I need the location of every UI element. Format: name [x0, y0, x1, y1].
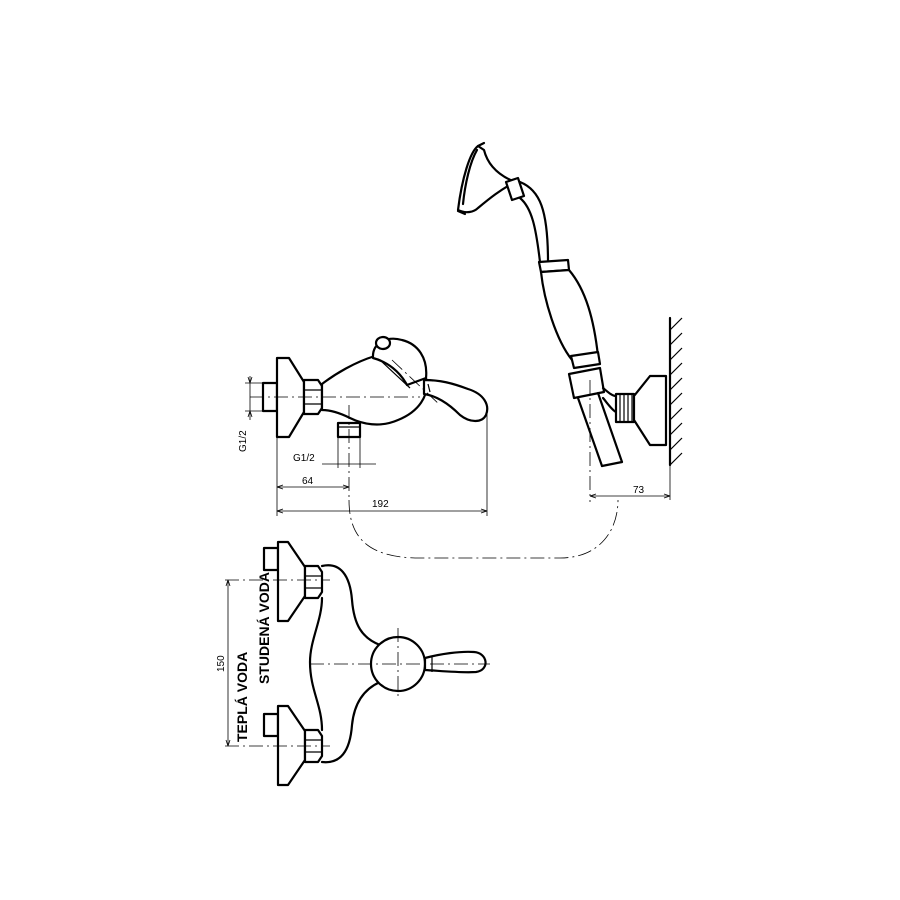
lower-rosette	[276, 704, 307, 787]
neck-collar	[504, 176, 526, 202]
shower-grip	[539, 268, 600, 362]
grip-bottom-ring	[569, 350, 602, 370]
bracket-sleeve	[567, 366, 606, 400]
bracket-rosette	[632, 374, 668, 447]
upper-inlet-stub	[262, 546, 280, 572]
dim-thread-vertical: G1/2	[238, 430, 249, 452]
side-dimensions: G1/2 G1/2 64 192	[238, 376, 488, 516]
dim-73-group: 73	[589, 465, 671, 500]
dim-73: 73	[633, 485, 645, 496]
lever-knob	[374, 335, 392, 351]
mixer-front-view	[225, 540, 490, 787]
dim-150-group: 150	[216, 579, 231, 747]
lower-inlet-stub	[262, 712, 280, 738]
label-cold-water: STUDENÁ VODA	[256, 572, 272, 684]
mixer-side-view	[250, 335, 489, 500]
wall	[668, 316, 683, 467]
handle-lever	[422, 378, 489, 423]
front-handle-lever	[423, 650, 487, 674]
dim-150: 150	[216, 655, 227, 672]
connection-curve	[348, 499, 619, 559]
bracket-nut	[614, 392, 636, 424]
hand-shower	[456, 141, 668, 502]
upper-rosette	[276, 540, 307, 623]
label-hot-water: TEPLÁ VODA	[234, 652, 250, 742]
dim-192: 192	[372, 499, 389, 510]
dim-64: 64	[302, 476, 314, 487]
upper-nut	[303, 564, 324, 600]
dim-thread-horizontal: G1/2	[293, 453, 315, 464]
wall-rosette	[275, 356, 306, 439]
lower-nut	[303, 728, 324, 764]
